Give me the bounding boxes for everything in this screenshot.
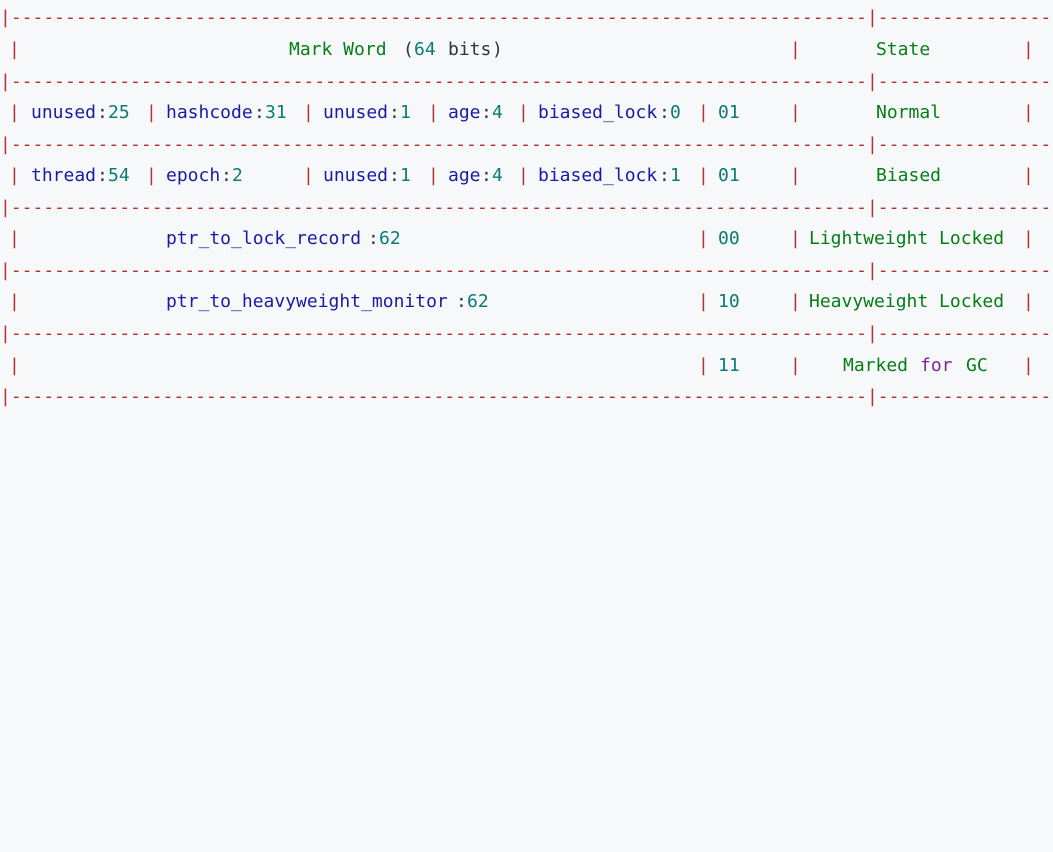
separator-line: |---------------------------------------… (0, 7, 1053, 28)
title-label: Mark Word (289, 39, 387, 60)
table-row-lightweight: | ptr_to_lock_record : 62 | 00 | Lightwe… (0, 223, 1053, 255)
colon: : (659, 165, 670, 186)
table-row-normal: | unused : 25 | hashcode : 31 | unused :… (0, 97, 1053, 129)
field-thread: thread (31, 165, 97, 186)
pipe: | (9, 39, 20, 60)
pipe: | (1023, 39, 1034, 60)
title-paren-close: ) (492, 39, 503, 60)
colon: : (254, 102, 265, 123)
state-biased: Biased (876, 165, 942, 186)
colon: : (221, 165, 232, 186)
field-ptr-value: 62 (467, 291, 489, 312)
field-age: age (448, 102, 481, 123)
separator-line: |---------------------------------------… (0, 386, 1053, 407)
pipe: | (1023, 228, 1034, 249)
field-biased-lock-value: 0 (670, 102, 681, 123)
state-lightweight: Lightweight Locked (809, 228, 1005, 249)
table-row-biased: | thread : 54 | epoch : 2 | unused : 1 |… (0, 160, 1053, 192)
field-ptr-to-heavyweight-monitor: ptr_to_heavyweight_monitor (166, 291, 448, 312)
field-hashcode: hashcode (166, 102, 253, 123)
title-bits-word: bits (448, 39, 492, 60)
pipe: | (790, 102, 801, 123)
field-hashcode-value: 31 (265, 102, 287, 123)
colon: : (659, 102, 670, 123)
table-row-gc: | | 11 | Marked for GC | (0, 350, 1053, 382)
pipe: | (9, 102, 20, 123)
field-unused2-value: 1 (400, 102, 411, 123)
pipe: | (790, 228, 801, 249)
lock-bits: 01 (718, 165, 740, 186)
field-unused-value: 25 (108, 102, 130, 123)
lock-bits: 10 (718, 291, 740, 312)
table-row-heavyweight: | ptr_to_heavyweight_monitor : 62 | 10 |… (0, 286, 1053, 318)
pipe: | (698, 165, 709, 186)
field-age: age (448, 165, 481, 186)
lock-bits: 00 (718, 228, 740, 249)
pipe: | (9, 355, 20, 376)
pipe: | (303, 165, 314, 186)
pipe: | (428, 102, 439, 123)
pipe: | (1023, 165, 1034, 186)
colon: : (97, 102, 108, 123)
field-epoch-value: 2 (232, 165, 243, 186)
field-age-value: 4 (492, 165, 503, 186)
pipe: | (518, 102, 529, 123)
colon: : (368, 228, 379, 249)
pipe: | (698, 228, 709, 249)
field-unused2: unused (323, 102, 389, 123)
colon: : (97, 165, 108, 186)
colon: : (456, 291, 467, 312)
pipe: | (790, 165, 801, 186)
separator-line: |---------------------------------------… (0, 323, 1053, 344)
colon: : (481, 102, 492, 123)
pipe: | (303, 102, 314, 123)
colon: : (389, 102, 400, 123)
pipe: | (790, 39, 801, 60)
title-paren-open: ( (403, 39, 414, 60)
separator-line: |---------------------------------------… (0, 197, 1053, 218)
colon: : (481, 165, 492, 186)
lock-bits: 11 (718, 355, 740, 376)
pipe: | (1023, 355, 1034, 376)
pipe: | (9, 291, 20, 312)
pipe: | (698, 355, 709, 376)
pipe: | (518, 165, 529, 186)
mark-word-table: |---------------------------------------… (0, 7, 1053, 407)
state-header: State (876, 39, 931, 60)
header-row: | Mark Word ( 64 bits ) | State | (0, 34, 1053, 66)
pipe: | (9, 165, 20, 186)
field-age-value: 4 (492, 102, 503, 123)
pipe: | (146, 102, 157, 123)
pipe: | (698, 291, 709, 312)
field-ptr-to-lock-record: ptr_to_lock_record (166, 228, 362, 249)
pipe: | (698, 102, 709, 123)
field-biased-lock: biased_lock (538, 165, 658, 186)
field-unused2-value: 1 (400, 165, 411, 186)
state-for-keyword: for (920, 355, 953, 376)
field-unused2: unused (323, 165, 389, 186)
separator-line: |---------------------------------------… (0, 134, 1053, 155)
field-biased-lock-value: 1 (670, 165, 681, 186)
state-marked: Marked (843, 355, 909, 376)
pipe: | (1023, 291, 1034, 312)
pipe: | (428, 165, 439, 186)
field-ptr-value: 62 (379, 228, 401, 249)
field-thread-value: 54 (108, 165, 130, 186)
field-epoch: epoch (166, 165, 221, 186)
title-bits-number: 64 (414, 39, 436, 60)
pipe: | (146, 165, 157, 186)
field-unused: unused (31, 102, 97, 123)
state-gc: GC (966, 355, 988, 376)
colon: : (389, 165, 400, 186)
pipe: | (9, 228, 20, 249)
separator-line: |---------------------------------------… (0, 71, 1053, 92)
state-normal: Normal (876, 102, 942, 123)
pipe: | (790, 291, 801, 312)
field-biased-lock: biased_lock (538, 102, 658, 123)
pipe: | (1023, 102, 1034, 123)
separator-line: |---------------------------------------… (0, 260, 1053, 281)
state-heavyweight: Heavyweight Locked (809, 291, 1005, 312)
lock-bits: 01 (718, 102, 740, 123)
pipe: | (790, 355, 801, 376)
